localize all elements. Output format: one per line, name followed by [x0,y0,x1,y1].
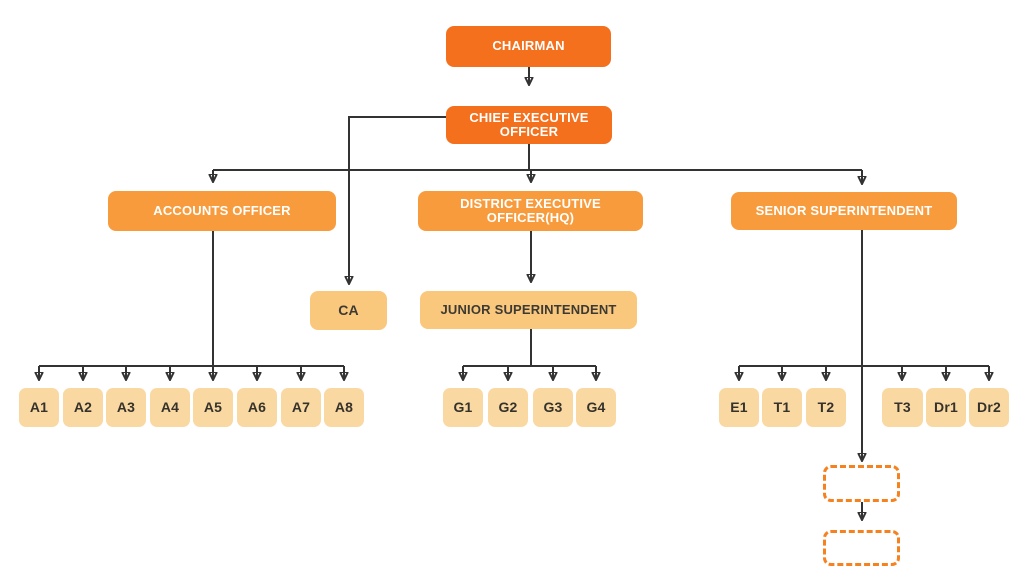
staff-box-g2: G2 [488,388,528,427]
vacant-box-2 [823,530,900,566]
vacant-box-1 [823,465,900,502]
node-senior-superintendent: SENIOR SUPERINTENDENT [731,192,957,230]
node-ca: CA [310,291,387,330]
edge-ceo-ca [349,116,446,283]
node-chairman: CHAIRMAN [446,26,611,67]
staff-box-a1: A1 [19,388,59,427]
node-accounts-officer: ACCOUNTS OFFICER [108,191,336,231]
staff-box-g1: G1 [443,388,483,427]
staff-box-g3: G3 [533,388,573,427]
staff-box-t3: T3 [882,388,923,427]
staff-box-t2: T2 [806,388,846,427]
node-chief-executive-officer: CHIEF EXECUTIVE OFFICER [446,106,612,144]
staff-box-a2: A2 [63,388,103,427]
node-district-executive-officer-hq: DISTRICT EXECUTIVE OFFICER(HQ) [418,191,643,231]
staff-box-a3: A3 [106,388,146,427]
staff-box-g4: G4 [576,388,616,427]
staff-box-a8: A8 [324,388,364,427]
staff-box-a4: A4 [150,388,190,427]
node-junior-superintendent: JUNIOR SUPERINTENDENT [420,291,637,329]
staff-box-dr1: Dr1 [926,388,966,427]
staff-box-a6: A6 [237,388,277,427]
staff-box-t1: T1 [762,388,802,427]
staff-box-e1: E1 [719,388,759,427]
staff-box-a5: A5 [193,388,233,427]
staff-box-dr2: Dr2 [969,388,1009,427]
staff-box-a7: A7 [281,388,321,427]
